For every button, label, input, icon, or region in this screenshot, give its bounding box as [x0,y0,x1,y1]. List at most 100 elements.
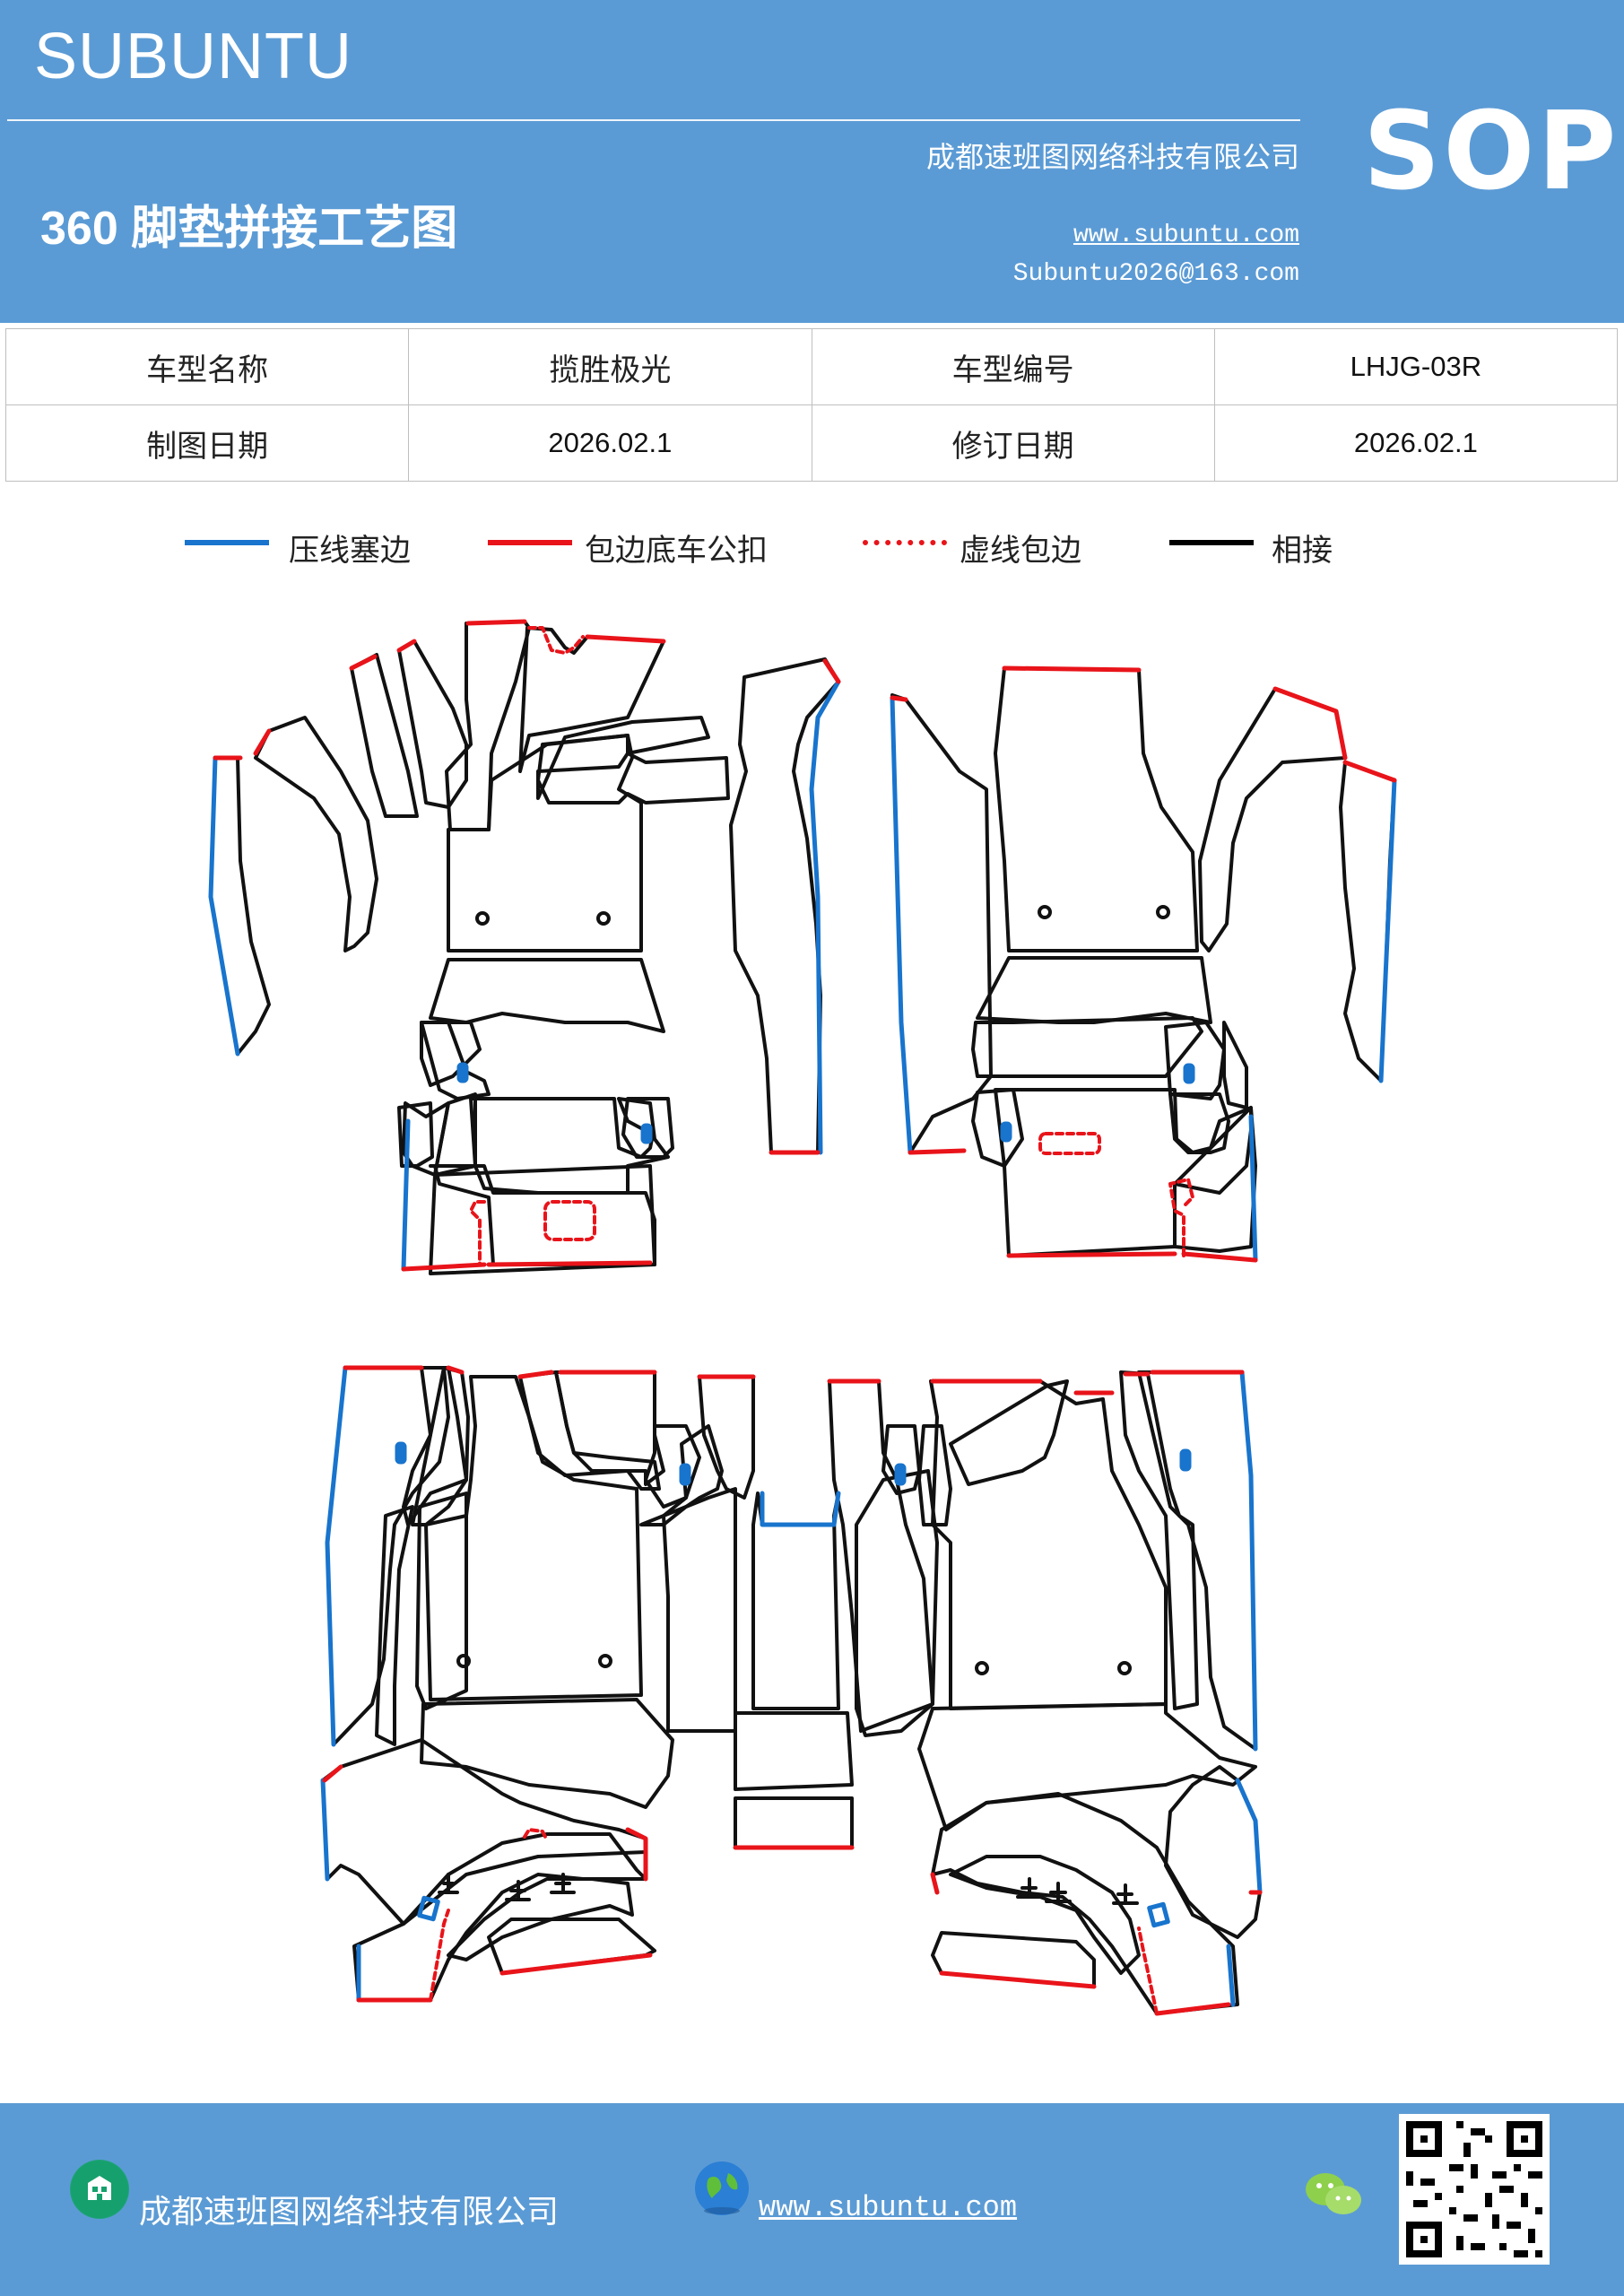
pressed-mark [1183,1063,1195,1084]
vehicle-info-table: 车型名称 揽胜极光 车型编号 LHJG-03R 制图日期 2026.02.1 修… [4,328,1619,482]
mat-piece [209,756,271,1056]
mat-piece [1222,1021,1248,1109]
wrap-edge [908,1148,967,1155]
anchor-hole [475,911,490,926]
pressed-mark [1147,1901,1170,1928]
footer-website-link[interactable]: www.subuntu.com [759,2191,1018,2224]
model-code-value: LHJG-03R [1213,328,1619,405]
mat-piece [734,1796,854,1849]
website-link[interactable]: www.subuntu.com [1073,222,1299,249]
wrap-edge [890,695,908,702]
mat-piece [375,1505,414,1746]
pressed-mark [640,1123,653,1144]
pressed-edge [325,1365,348,1747]
table-row: 车型名称 揽胜极光 车型编号 LHJG-03R [4,328,1619,405]
revise-date-label: 修订日期 [811,404,1215,482]
document-title: 360 脚垫拼接工艺图 [40,203,458,255]
company-name: 成都速班图网络科技有限公司 [925,141,1299,173]
dashed-edge [1137,1926,1159,2015]
page-header: SUBUNTU 成都速班图网络科技有限公司 360 脚垫拼接工艺图 www.su… [0,0,1624,323]
legend-label: 相接 [1272,535,1333,568]
clip-mark [1045,1882,1072,1903]
mat-piece [469,1097,670,1195]
pressed-edge [1226,1944,1236,2007]
mat-piece [644,1424,701,1509]
legend-swatch-black [1169,540,1254,545]
pressed-edge [320,1778,330,1882]
model-code-label: 车型编号 [811,328,1215,405]
model-name-value: 揽胜极光 [408,328,812,405]
pressed-edge [890,695,913,1155]
wrap-edge [1006,1251,1177,1258]
mat-piece [429,1164,656,1266]
legend-swatch-red [488,540,572,545]
pressed-mark [679,1463,691,1486]
mat-piece [917,1702,1257,1831]
dashed-edge [469,1200,486,1266]
wrap-edge [253,728,272,756]
dashed-edge [543,1200,596,1241]
globe-icon [692,2159,751,2218]
clip-mark [1112,1883,1139,1905]
wrap-edge [396,639,417,653]
pressed-edge [809,679,841,1155]
legend-label: 包边底车公扣 [585,535,768,568]
footer-company-name: 成都速班图网络科技有限公司 [139,2194,560,2230]
pressed-edge [1378,778,1397,1083]
wrap-edge [1272,686,1348,761]
draw-date-label: 制图日期 [4,404,410,482]
mat-piece [447,1877,634,1961]
mat-piece [536,734,730,804]
anchor-hole [596,911,611,926]
sop-badge: SOP [1363,90,1620,214]
dashed-edge [1038,1132,1101,1155]
mat-piece [554,1370,665,1486]
anchor-hole [456,1654,471,1668]
dashed-edge [523,1828,549,1842]
mat-piece [447,734,643,952]
legend-swatch-red-dashed [863,540,947,545]
mat-piece [949,1855,1141,1975]
wrap-edge [1181,1251,1258,1263]
wrap-edge [349,654,378,671]
pressed-edge [1235,1778,1263,1895]
pressed-mark [1179,1448,1192,1472]
pressed-edge [1239,1370,1258,1752]
legend-label: 压线塞边 [289,535,411,568]
mat-piece [729,657,840,1154]
building-icon [70,2160,129,2219]
pressed-edge [760,1491,841,1527]
mat-piece [931,1792,1239,2015]
brand-logo: SUBUNTU [34,21,353,92]
mat-piece [1173,1106,1257,1253]
clip-mark [1016,1877,1042,1899]
anchor-hole [598,1654,612,1668]
mat-piece [1198,687,1347,952]
wrap-edge [446,1365,465,1375]
anchor-hole [1156,905,1170,919]
wrap-edge [499,1952,653,1976]
pressed-mark [1000,1121,1012,1143]
dashed-edge [527,626,585,655]
wrap-edge [322,1764,343,1783]
wrap-edge [486,1260,653,1267]
header-divider [7,119,1300,121]
mat-piece [1119,1370,1199,1710]
mat-piece [1164,1765,1262,1939]
table-row: 制图日期 2026.02.1 修订日期 2026.02.1 [4,404,1619,482]
wrap-edge [930,1872,940,1895]
page-footer: 成都速班图网络科技有限公司 www.subuntu.com [0,2103,1624,2296]
mat-piece [397,639,468,809]
mat-piece [621,1097,674,1159]
mat-piece [420,1021,491,1100]
legend-swatch-blue [185,540,269,545]
clip-mark [438,1873,459,1894]
mat-piece [994,1088,1253,1257]
pressed-mark [417,1895,440,1922]
mat-piece [855,1469,939,1737]
pressed-edge [208,755,240,1057]
dashed-edge [429,1909,450,2002]
mat-piece [976,956,1212,1024]
legend: 压线塞边 包边底车公扣 虚线包边 相接 [0,520,1624,574]
wechat-icon[interactable] [1302,2168,1365,2222]
